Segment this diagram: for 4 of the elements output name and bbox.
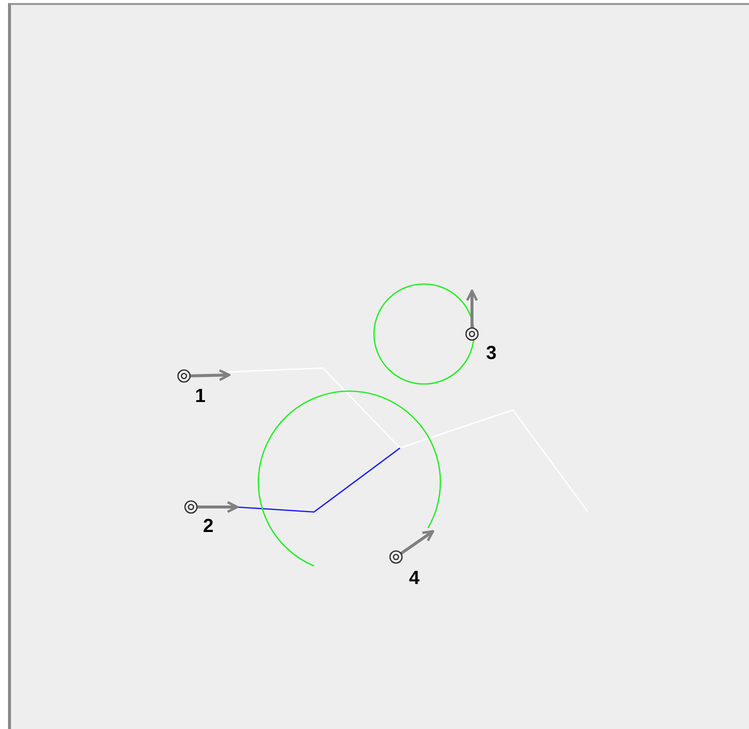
particle-number: 3 (486, 344, 497, 363)
particle-number: 4 (409, 569, 420, 588)
particle-number: 1 (195, 387, 206, 406)
particle-number: 2 (203, 517, 214, 536)
